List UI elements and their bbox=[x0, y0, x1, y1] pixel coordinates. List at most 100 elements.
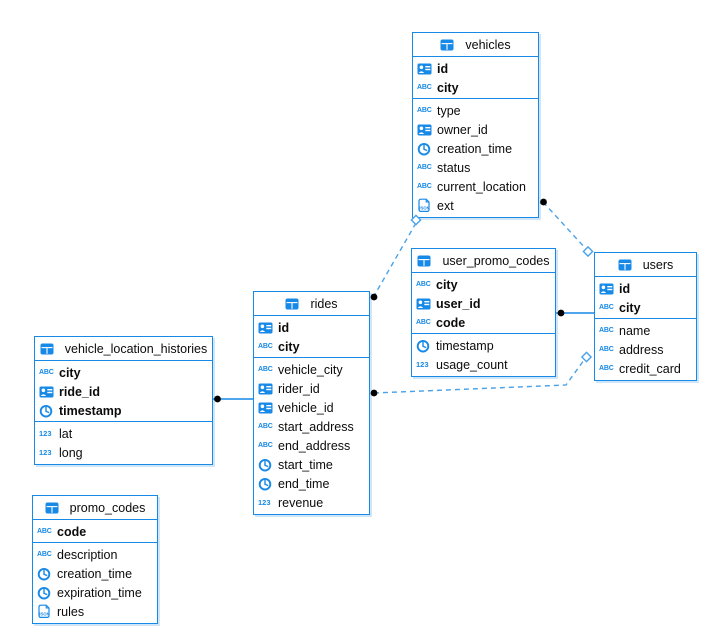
column-row-vehicle_location_histories-timestamp[interactable]: timestamp bbox=[35, 401, 212, 420]
column-row-users-credit_card[interactable]: ABC credit_card bbox=[595, 359, 696, 378]
table-title: promo_codes bbox=[69, 500, 146, 515]
text-icon: ABC bbox=[416, 281, 431, 288]
column-row-rides-rider_id[interactable]: rider_id bbox=[254, 379, 369, 398]
text-icon: ABC bbox=[258, 366, 273, 373]
uuid-icon bbox=[417, 61, 434, 76]
text-icon: ABC bbox=[417, 183, 432, 190]
text-icon: ABC bbox=[417, 107, 432, 114]
column-row-vehicle_location_histories-long[interactable]: 123 long bbox=[35, 443, 212, 462]
column-label: id bbox=[278, 320, 290, 335]
column-row-rides-start_time[interactable]: start_time bbox=[254, 455, 369, 474]
column-label: rider_id bbox=[278, 381, 320, 396]
column-label: end_time bbox=[278, 476, 330, 491]
column-row-users-id[interactable]: id bbox=[595, 279, 696, 298]
column-label: creation_time bbox=[437, 141, 513, 156]
column-row-rides-vehicle_id[interactable]: vehicle_id bbox=[254, 398, 369, 417]
table-header-user_promo_codes[interactable]: user_promo_codes bbox=[412, 249, 555, 273]
table-icon bbox=[40, 341, 57, 356]
table-header-vehicle_location_histories[interactable]: vehicle_location_histories bbox=[35, 337, 212, 361]
column-label: creation_time bbox=[57, 566, 133, 581]
column-label: revenue bbox=[278, 495, 324, 510]
column-row-vehicle_location_histories-ride_id[interactable]: ride_id bbox=[35, 382, 212, 401]
column-row-user_promo_codes-timestamp[interactable]: timestamp bbox=[412, 336, 555, 355]
uuid-icon bbox=[416, 296, 433, 311]
text-icon: ABC bbox=[258, 343, 273, 350]
table-header-rides[interactable]: rides bbox=[254, 292, 369, 316]
table-title: vehicles bbox=[465, 37, 511, 52]
text-icon: ABC bbox=[258, 423, 273, 430]
table-header-promo_codes[interactable]: promo_codes bbox=[33, 496, 157, 520]
column-row-vehicles-creation_time[interactable]: creation_time bbox=[413, 139, 538, 158]
column-label: expiration_time bbox=[57, 585, 142, 600]
column-label: address bbox=[619, 342, 664, 357]
column-label: type bbox=[437, 103, 461, 118]
table-header-users[interactable]: users bbox=[595, 253, 696, 277]
number-icon: 123 bbox=[39, 429, 52, 438]
table-icon bbox=[618, 257, 635, 272]
column-label: status bbox=[437, 160, 471, 175]
column-label: user_id bbox=[436, 296, 481, 311]
text-icon: ABC bbox=[599, 365, 614, 372]
column-label: credit_card bbox=[619, 361, 681, 376]
column-row-vehicles-ext[interactable]: JSON ext bbox=[413, 196, 538, 215]
svg-text:JSON: JSON bbox=[38, 611, 49, 616]
text-icon: ABC bbox=[37, 551, 52, 558]
number-icon: 123 bbox=[39, 448, 52, 457]
column-row-vehicles-owner_id[interactable]: owner_id bbox=[413, 120, 538, 139]
table-header-vehicles[interactable]: vehicles bbox=[413, 33, 538, 57]
table-icon bbox=[285, 296, 302, 311]
table-icon bbox=[45, 500, 62, 515]
column-row-promo_codes-expiration_time[interactable]: expiration_time bbox=[33, 583, 157, 602]
column-row-user_promo_codes-user_id[interactable]: user_id bbox=[412, 294, 555, 313]
uuid-icon bbox=[417, 122, 434, 137]
column-label: ext bbox=[437, 198, 454, 213]
datetime-icon bbox=[416, 338, 433, 353]
column-label: code bbox=[436, 315, 466, 330]
svg-text:JSON: JSON bbox=[418, 205, 429, 210]
column-row-vehicles-type[interactable]: ABC type bbox=[413, 101, 538, 120]
column-row-rides-end_time[interactable]: end_time bbox=[254, 474, 369, 493]
table-icon bbox=[417, 253, 434, 268]
column-row-vehicles-id[interactable]: id bbox=[413, 59, 538, 78]
datetime-icon bbox=[39, 403, 56, 418]
column-label: city bbox=[619, 300, 641, 315]
column-row-rides-id[interactable]: id bbox=[254, 318, 369, 337]
uuid-icon bbox=[258, 320, 275, 335]
table-title: rides bbox=[310, 296, 338, 311]
column-label: long bbox=[59, 445, 83, 460]
column-row-promo_codes-creation_time[interactable]: creation_time bbox=[33, 564, 157, 583]
